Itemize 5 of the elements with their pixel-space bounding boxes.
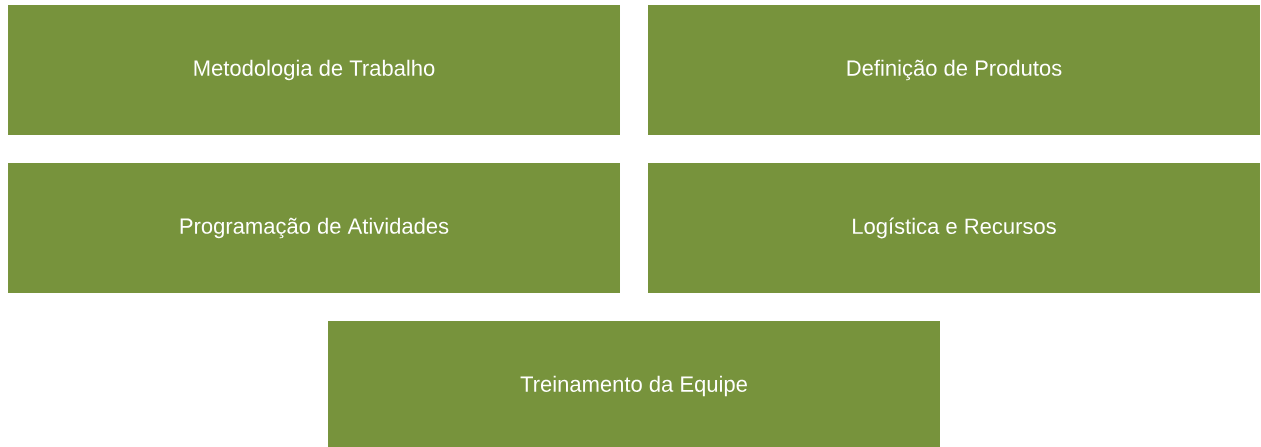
process-box: Programação de Atividades: [8, 163, 620, 293]
process-box: Metodologia de Trabalho: [8, 5, 620, 135]
process-box: Treinamento da Equipe: [328, 321, 940, 447]
process-box: Definição de Produtos: [648, 5, 1260, 135]
process-box: Logística e Recursos: [648, 163, 1260, 293]
